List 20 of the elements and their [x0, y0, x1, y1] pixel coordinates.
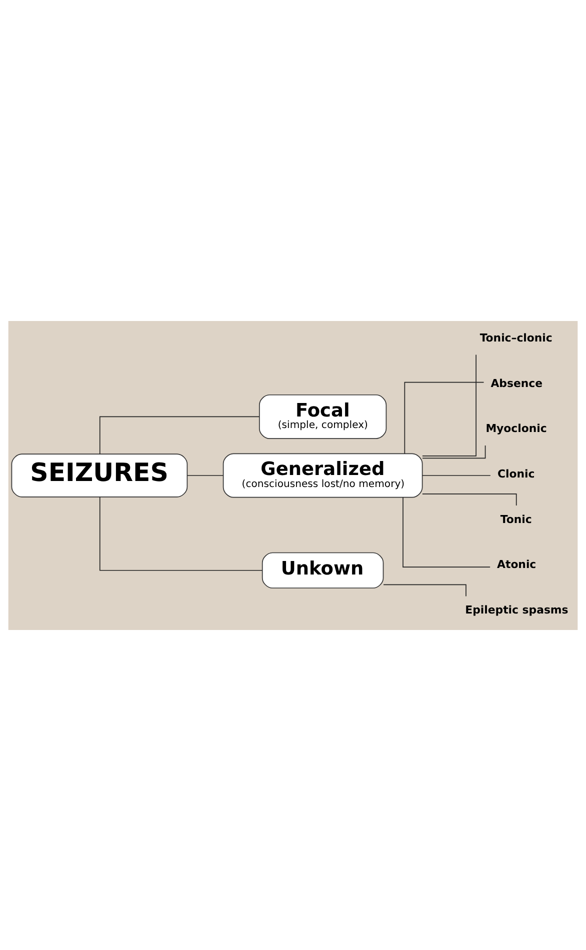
- connector: [402, 496, 490, 567]
- node-box: Unkown: [262, 552, 384, 588]
- connector: [422, 493, 517, 506]
- connector: [99, 416, 260, 454]
- node-text: Tonic–clonic: [480, 330, 552, 344]
- node-text: Myoclonic: [486, 422, 547, 435]
- connector: [422, 474, 491, 476]
- node-box: Generalized (consciousness lost/no memory): [222, 452, 423, 498]
- connector: [422, 444, 486, 458]
- node-text: Absence: [490, 376, 543, 390]
- node-box: Focal (simple, complex): [259, 394, 387, 438]
- node-text: Tonic: [500, 512, 532, 526]
- node-box: SEIZURES: [11, 453, 188, 497]
- connector: [99, 496, 263, 570]
- node-text: Atonic: [497, 558, 536, 571]
- connector: [404, 381, 484, 454]
- connector: [187, 474, 224, 476]
- connector: [422, 354, 476, 456]
- node-text: Epileptic spasms: [465, 603, 568, 616]
- node-text: Clonic: [497, 467, 535, 480]
